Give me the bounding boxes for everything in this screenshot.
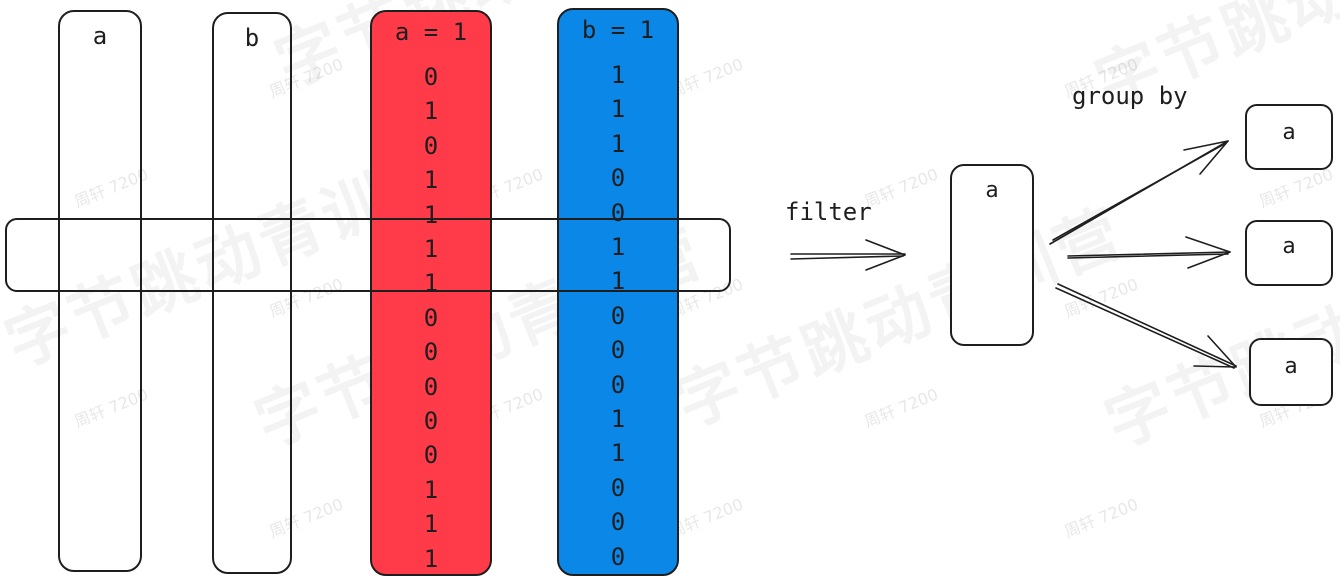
- filtered-box: a: [950, 164, 1034, 346]
- cell-value: 0: [610, 370, 626, 399]
- cell-value: 1: [610, 439, 626, 468]
- group-box-2: a: [1245, 220, 1333, 286]
- cell-value: 0: [610, 473, 626, 502]
- cell-value: 1: [423, 510, 439, 539]
- cell-value: 0: [423, 372, 439, 401]
- cell-value: 1: [423, 200, 439, 229]
- cell-value: 0: [423, 407, 439, 436]
- column-b-label: b: [244, 24, 260, 52]
- column-b-eq-1-label: b = 1: [581, 16, 655, 44]
- cell-value: 0: [423, 303, 439, 332]
- column-b: b: [212, 12, 292, 574]
- cell-value: 0: [610, 508, 626, 537]
- group-box-1: a: [1245, 104, 1333, 170]
- group-box-3-label: a: [1284, 354, 1298, 379]
- cell-value: 0: [610, 542, 626, 571]
- row-highlight: [5, 218, 731, 292]
- cell-value: 1: [610, 61, 626, 89]
- cell-value: 0: [423, 131, 439, 160]
- column-a-label: a: [92, 22, 108, 50]
- cell-value: 0: [423, 441, 439, 470]
- group-box-2-label: a: [1282, 234, 1296, 259]
- cell-value: 1: [610, 95, 626, 124]
- cell-value: 1: [610, 233, 626, 262]
- column-a-eq-1-label: a = 1: [394, 18, 468, 46]
- cell-value: 1: [610, 267, 626, 296]
- cell-value: 1: [610, 405, 626, 434]
- cell-value: 1: [610, 129, 626, 158]
- cell-value: 1: [423, 235, 439, 264]
- filter-label: filter: [785, 198, 872, 226]
- group-by-label: group by: [1072, 82, 1188, 110]
- group-box-3: a: [1249, 338, 1333, 406]
- group-box-1-label: a: [1282, 120, 1296, 145]
- group-arrow-top-icon: [1049, 140, 1229, 245]
- cell-value: 0: [423, 338, 439, 367]
- cell-value: 0: [610, 336, 626, 365]
- cell-value: 1: [423, 475, 439, 504]
- group-arrow-middle-icon: [1067, 236, 1231, 269]
- cell-value: 0: [610, 301, 626, 330]
- filtered-box-label: a: [985, 178, 999, 203]
- cell-value: 1: [423, 97, 439, 126]
- cell-value: 0: [423, 63, 439, 91]
- cell-value: 0: [610, 164, 626, 193]
- cell-value: 1: [423, 166, 439, 195]
- group-arrow-bottom-icon: [1055, 283, 1237, 369]
- filter-arrow-icon: [790, 239, 906, 271]
- cell-value: 1: [423, 544, 439, 573]
